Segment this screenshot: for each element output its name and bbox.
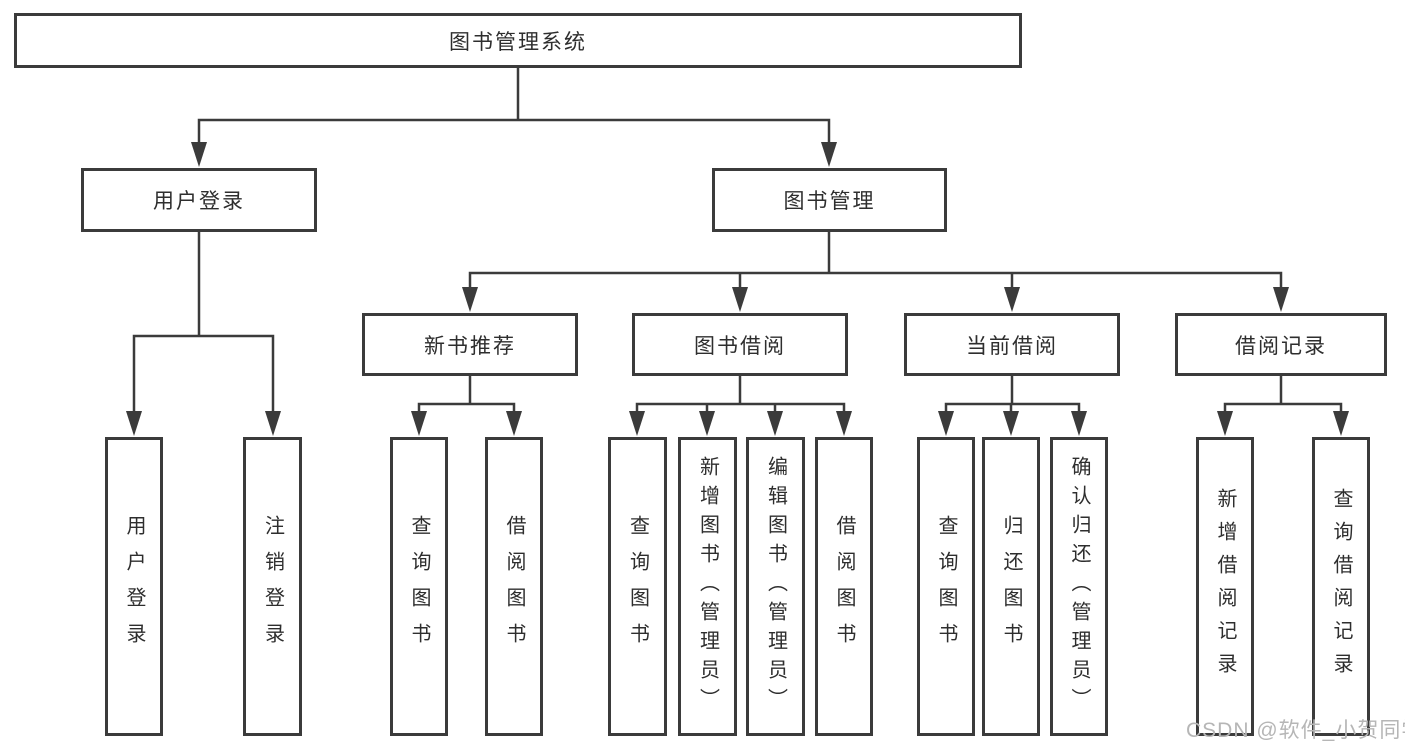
- leaf-edit-book-admin: 编辑图书（管理员）: [746, 437, 805, 736]
- leaf-return-book: 归还图书: [982, 437, 1040, 736]
- leaf-borrow-books-recommend: 借阅图书: [485, 437, 543, 736]
- leaf-add-book-admin: 新增图书（管理员）: [678, 437, 737, 736]
- leaf-borrow-books: 借阅图书: [815, 437, 873, 736]
- node-new-book-recommendation: 新书推荐: [362, 313, 578, 376]
- node-user-login: 用户登录: [81, 168, 317, 232]
- arrowheads: [126, 142, 1349, 436]
- leaf-query-books-recommend: 查询图书: [390, 437, 448, 736]
- node-book-borrowing: 图书借阅: [632, 313, 848, 376]
- node-library-system: 图书管理系统: [14, 13, 1022, 68]
- leaf-user-login: 用户登录: [105, 437, 163, 736]
- leaf-add-borrow-record: 新增借阅记录: [1196, 437, 1254, 736]
- node-book-management: 图书管理: [712, 168, 947, 232]
- leaf-logout: 注销登录: [243, 437, 302, 736]
- leaf-query-books-current: 查询图书: [917, 437, 975, 736]
- node-current-borrowing: 当前借阅: [904, 313, 1120, 376]
- leaf-query-books-borrow: 查询图书: [608, 437, 667, 736]
- leaf-query-borrow-record: 查询借阅记录: [1312, 437, 1370, 736]
- csdn-watermark: CSDN @软件_小贺同学: [1186, 719, 1405, 742]
- node-borrowing-records: 借阅记录: [1175, 313, 1387, 376]
- leaf-confirm-return-admin: 确认归还（管理员）: [1050, 437, 1108, 736]
